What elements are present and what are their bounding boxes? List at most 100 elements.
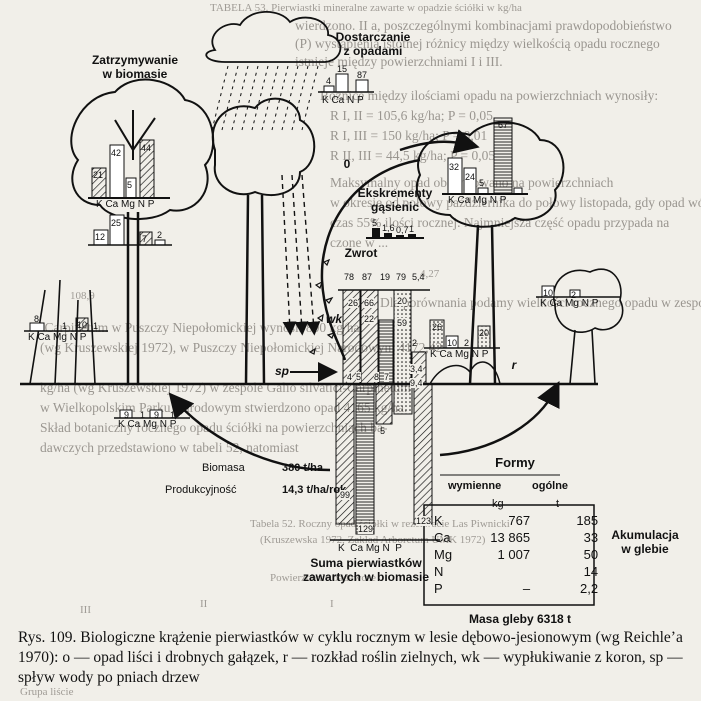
val-root-N: 1 bbox=[170, 410, 176, 420]
val-tree-right-Mg: 5 bbox=[479, 178, 485, 188]
val-root-K: 9 bbox=[124, 410, 130, 420]
val-return-K: 78 bbox=[344, 272, 355, 282]
val-retlow-P: 2 bbox=[157, 230, 163, 240]
el-cell: Ca bbox=[434, 530, 451, 545]
letters-supply: K Ca N P bbox=[322, 95, 364, 106]
herb-bars bbox=[424, 319, 500, 349]
val-sum-P: 123 bbox=[416, 516, 432, 526]
total-cell: 50 bbox=[583, 547, 599, 562]
sum-bars bbox=[330, 383, 440, 541]
exch-cell: 13 865 bbox=[490, 530, 531, 545]
bg-line-13: -Carpinetum w Puszczy Niepołomickiej wyn… bbox=[40, 320, 360, 335]
val-return-inner-1: 26 bbox=[348, 298, 359, 308]
bg-line-3: istnieje między powierzchniami I i III. bbox=[295, 54, 503, 69]
shrub-right-icon bbox=[552, 268, 624, 385]
val-retention-N: 44 bbox=[141, 143, 152, 153]
table-row: K 767 185 bbox=[430, 512, 602, 529]
value-biomass: 380 t/ha bbox=[282, 462, 323, 474]
val-return-inner-3: 22 bbox=[364, 314, 375, 324]
litterfall-arc bbox=[320, 158, 421, 361]
val-exc-Ca: 1,6 bbox=[382, 223, 395, 233]
exch-cell: 767 bbox=[508, 513, 531, 528]
bg-bottom-left: Grupa liście bbox=[20, 686, 74, 698]
bg-line-6: R I, III = 150 kg/ha; P = 0,01 bbox=[330, 128, 488, 143]
letters-shrub-left: K Ca Mg N P bbox=[28, 332, 87, 343]
val-sum-Mg: 5 bbox=[380, 426, 386, 436]
bg-line-9: w okresie od połowy października do poło… bbox=[330, 195, 701, 210]
table-row: N 14 bbox=[430, 563, 602, 580]
val-return-inner-6: 2 bbox=[412, 338, 418, 348]
bg-col-1: I bbox=[330, 598, 334, 610]
val-return-inner-9: 4 bbox=[347, 372, 353, 382]
bg-col-3: III bbox=[80, 604, 91, 616]
val-shrub-left-N: 10 bbox=[77, 320, 88, 330]
val-tree-right-Ca: 24 bbox=[465, 172, 476, 182]
val-retlow-Ca: 25 bbox=[111, 218, 122, 228]
label-supply: Dostarczanie z opadami bbox=[335, 30, 411, 58]
bg-line-4: Różnice między ilościami opadu na powier… bbox=[320, 88, 659, 103]
tree-right-icon bbox=[415, 121, 565, 385]
val-herb-K: 26 bbox=[432, 322, 443, 332]
val-shrub-left-P: 1 bbox=[93, 321, 99, 331]
label-unit-t: t bbox=[556, 498, 560, 510]
letters-retention: K Ca Mg N P bbox=[96, 199, 155, 210]
val-shrub-right-Mg: 2 bbox=[571, 290, 577, 300]
label-forms-exch: wymienne bbox=[448, 480, 502, 492]
val-return-P: 5,4 bbox=[412, 272, 425, 282]
label-wk: wk bbox=[325, 312, 342, 326]
val-return-inner-4: 20 bbox=[397, 296, 408, 306]
bg-line-5: R I, II = 105,6 kg/ha; P = 0,05 bbox=[330, 108, 493, 123]
tree-left-icon bbox=[70, 78, 215, 384]
table-row: P – 2,2 bbox=[430, 580, 602, 597]
val-retlow-K: 12 bbox=[95, 232, 106, 242]
bg-line-1: wierdzono. II a, poszczególnymi kombinac… bbox=[295, 18, 672, 33]
val-tree-right-N: 67 bbox=[498, 120, 509, 130]
label-return: Zwrot bbox=[344, 246, 378, 260]
bg-line-18: dawczych przedstawiono w tabeli 52, nato… bbox=[40, 440, 299, 455]
bg-num-1: 4,27 bbox=[420, 268, 440, 280]
supply-bars bbox=[318, 73, 374, 93]
label-unit-kg: kg bbox=[492, 498, 504, 510]
label-sum: Suma pierwiastków zawartych w biomasie bbox=[302, 556, 430, 584]
el-cell: Mg bbox=[434, 547, 453, 562]
retention-lower-bars bbox=[88, 214, 172, 246]
label-accumulation: Akumulacja w glebie bbox=[611, 528, 679, 556]
exch-cell: – bbox=[522, 581, 531, 596]
val-return-inner-5: 59 bbox=[397, 318, 408, 328]
label-soil-mass: Masa gleby 6318 t bbox=[468, 612, 572, 626]
leaf-litter-icons bbox=[308, 258, 336, 355]
cloud-icon bbox=[205, 10, 342, 63]
retention-bars bbox=[88, 139, 170, 199]
label-retention: Zatrzymywanie w biomasie bbox=[91, 53, 179, 81]
val-return-Ca: 87 bbox=[362, 272, 373, 282]
bg-num-2: 108,9 bbox=[70, 290, 95, 302]
val-shrub-left-Mg: 1 bbox=[62, 321, 68, 331]
val-exc-N: 1 bbox=[409, 224, 415, 234]
val-shrub-right-K: 10 bbox=[543, 288, 554, 298]
val-retention-Mg: 5 bbox=[127, 180, 133, 190]
val-sum-K: 129 bbox=[358, 524, 374, 534]
val-exc-K: 5 bbox=[372, 218, 378, 228]
label-biomass: Biomasa bbox=[202, 462, 245, 474]
shrub-right-bars bbox=[536, 285, 620, 298]
bg-table-title: TABELA 53. Pierwiastki mineralne zawarte… bbox=[210, 2, 522, 14]
tree-middle-icon bbox=[211, 97, 316, 385]
value-productivity: 14,3 t/ha/rok bbox=[282, 484, 347, 496]
letters-sum: K Ca Mg N P bbox=[338, 543, 402, 554]
el-cell: K bbox=[434, 513, 443, 528]
uptake-arrow-right bbox=[439, 381, 560, 457]
letters-root: K Ca Mg N P bbox=[118, 419, 177, 430]
label-sp: sp bbox=[274, 364, 289, 378]
letters-shrub-right: K Ca Mg N P bbox=[540, 298, 599, 309]
val-shrub-left-K: 8 bbox=[34, 314, 40, 324]
label-productivity: Produkcyjność bbox=[165, 484, 237, 496]
letters-tree-right: K Ca Mg N P bbox=[448, 195, 507, 206]
soil-forms-table: K 767 185 Ca 13 865 33 Mg 1 007 50 N 14 … bbox=[430, 512, 602, 597]
total-cell: 14 bbox=[583, 564, 599, 579]
val-supply-K: 4 bbox=[326, 76, 332, 86]
val-herb-N: 20 bbox=[479, 328, 490, 338]
label-forms: Formy bbox=[495, 455, 535, 470]
bg-line-17: Skład botaniczny rocznego opadu ściółki … bbox=[40, 420, 388, 435]
val-return-inner-11: 8 bbox=[374, 372, 380, 382]
